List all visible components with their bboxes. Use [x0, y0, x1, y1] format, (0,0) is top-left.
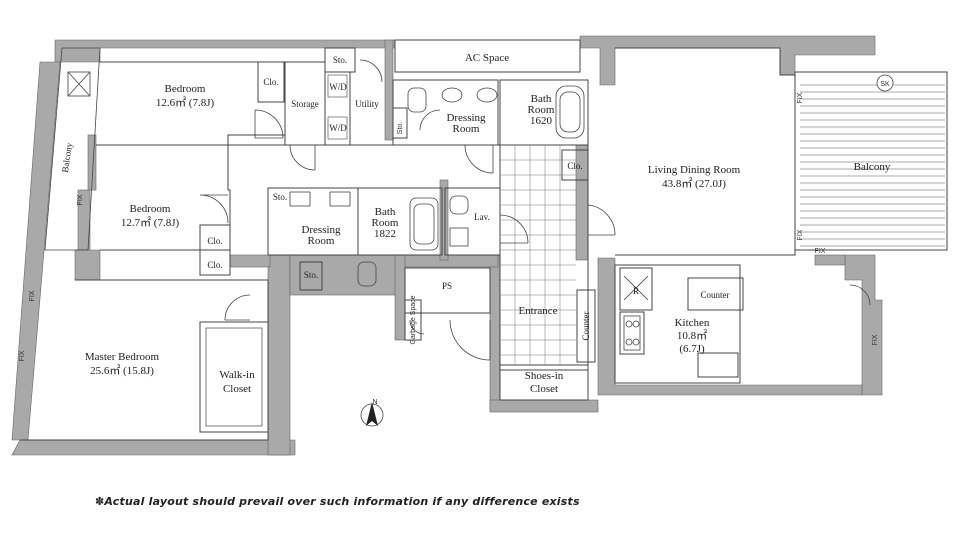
sto-label-lower: Sto.: [304, 270, 318, 280]
storage-label: Storage: [291, 99, 319, 109]
dressing2-line1: Dressing: [301, 224, 341, 236]
fix-label-2: FIX: [29, 290, 36, 301]
ldr-area: 43.8㎡ (27.0J): [662, 177, 726, 190]
bath1-line2: Room: [528, 104, 555, 116]
bath1-code: 1620: [530, 115, 553, 127]
fix-label-1: FIX: [77, 194, 84, 205]
disclaimer-note: ✽Actual layout should prevail over such …: [95, 495, 580, 508]
wd-label-top: W/D: [329, 82, 347, 92]
north-arrow-icon: [360, 402, 384, 427]
master-name: Master Bedroom: [85, 351, 160, 363]
kitchen-area: 10.8㎡: [677, 329, 707, 342]
bath2-line2: Room: [372, 217, 399, 229]
lav-label: Lav.: [474, 212, 490, 222]
ldr-name: Living Dining Room: [648, 164, 741, 176]
ac-space-label: AC Space: [465, 52, 509, 64]
left-balcony: [44, 47, 101, 251]
sk-badge-icon: [876, 74, 894, 92]
fix-label-7: FIX: [797, 229, 804, 240]
bath2-line1: Bath: [375, 206, 396, 218]
fix-label-6: FIX: [797, 92, 804, 103]
north-label: N: [372, 399, 377, 406]
dressing2-line2: Room: [308, 235, 335, 247]
fix-label-4: FIX: [815, 248, 826, 255]
balcony-left-label: Balcony: [60, 142, 74, 174]
balcony-right-label: Balcony: [854, 161, 891, 173]
walkin-line2: Closet: [223, 383, 251, 395]
shoes-line1: Shoes-in: [525, 370, 564, 382]
clo-label-bed2b: Clo.: [207, 260, 222, 270]
sk-label: SK: [880, 81, 890, 88]
sto-label-top: Sto.: [333, 55, 347, 65]
bedroom2-area: 12.7㎡ (7.8J): [121, 216, 180, 229]
clo-label-bed1: Clo.: [263, 77, 278, 87]
counter-label-entrance: Counter: [581, 312, 591, 341]
wd-label-bottom: W/D: [329, 123, 347, 133]
sto-label-dressing2: Sto.: [273, 192, 287, 202]
kitchen-name: Kitchen: [675, 317, 710, 329]
shoes-line2: Closet: [530, 383, 558, 395]
utility-label: Utility: [355, 99, 379, 109]
ps-label: PS: [442, 281, 452, 291]
fix-label-3: FIX: [19, 350, 26, 361]
bath2-code: 1822: [374, 228, 396, 240]
doors: [199, 59, 871, 361]
entrance-tiles: [500, 145, 576, 365]
bedroom1-area: 12.6㎡ (7.8J): [156, 96, 215, 109]
bedroom2-name: Bedroom: [130, 203, 171, 215]
walkin-line1: Walk-in: [219, 369, 255, 381]
walls: [11, 35, 883, 456]
master-area: 25.6㎡ (15.8J): [90, 364, 154, 377]
fix-label-5: FIX: [872, 334, 879, 345]
fixtures: [289, 85, 649, 351]
sto-label-dressing1: Sto.: [397, 122, 404, 135]
bedroom1-name: Bedroom: [165, 83, 206, 95]
entrance-label: Entrance: [518, 305, 557, 317]
room-lines: [20, 39, 948, 441]
garbage-label: Garbage Space: [410, 295, 417, 344]
bath1-line1: Bath: [531, 93, 552, 105]
dressing1-line1: Dressing: [446, 112, 486, 124]
clo-label-entrance: Clo.: [567, 161, 582, 171]
dressing1-line2: Room: [453, 123, 480, 135]
balcony-hatching: [800, 84, 945, 247]
r-label: R: [633, 286, 639, 296]
kitchen-area2: (6.7J): [679, 343, 705, 355]
clo-label-bed2a: Clo.: [207, 236, 222, 246]
counter-label-kitchen: Counter: [701, 290, 730, 300]
